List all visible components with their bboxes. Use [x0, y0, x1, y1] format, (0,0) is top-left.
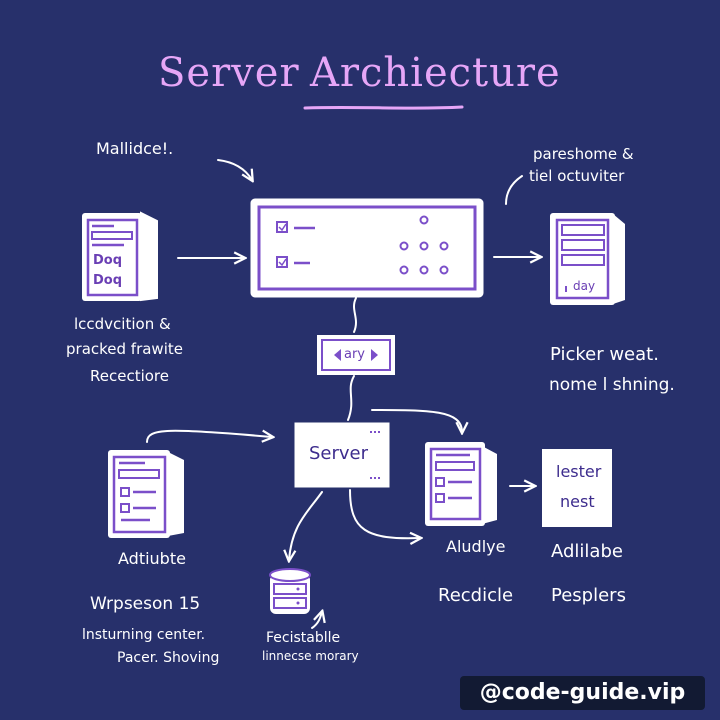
analytics-card	[425, 442, 497, 526]
arrow-server-to-db	[289, 491, 323, 560]
note-left-3: Recectiore	[90, 367, 169, 385]
note-linnecse: linnecse morary	[262, 649, 359, 663]
note-adtiubte: Adtiubte	[118, 549, 186, 568]
server-box	[294, 422, 390, 488]
note-adlilabe: Adlilabe	[551, 541, 623, 562]
main-server-panel	[250, 198, 484, 298]
server-label: Server	[309, 443, 369, 464]
database-icon	[269, 568, 311, 614]
note-fecistablle: Fecistablle	[266, 630, 341, 646]
lester-label: lester	[556, 462, 602, 481]
test-box	[542, 449, 612, 527]
note-mallidce: Mallidce!.	[96, 139, 174, 158]
note-picker-1: Picker weat.	[550, 344, 659, 365]
api-gateway-box	[317, 335, 395, 375]
title-underline	[303, 105, 464, 110]
note-pareshome-2: tiel octuviter	[529, 167, 625, 185]
note-picker-2: nome l shning.	[549, 375, 675, 395]
arrow-server-to-aludlye	[349, 489, 420, 538]
client-card-left-bottom	[108, 450, 184, 538]
arrow-db-label	[311, 612, 322, 629]
line-panel-to-ary	[353, 297, 357, 333]
note-left-2: pracked frawite	[66, 340, 183, 358]
note-aludlye: Aludlye	[446, 537, 506, 556]
watermark: @code-guide.vip	[460, 676, 705, 710]
client-card-right	[550, 213, 625, 305]
arrow-note-to-panel	[217, 159, 252, 180]
nest-label: nest	[560, 492, 595, 511]
curve-note-right	[505, 175, 523, 205]
right-card-text: day	[573, 279, 596, 293]
page-title-first: Server	[158, 50, 300, 96]
note-pesplers: Pesplers	[551, 585, 626, 606]
note-insturning: lnsturning center.	[82, 627, 206, 643]
note-wrpseson: Wrpseson 15	[90, 594, 201, 614]
left-card-text: Doq Doq	[93, 253, 123, 288]
ary-label: ary	[344, 347, 366, 362]
arrow-left-to-server	[146, 431, 272, 443]
note-pareshome-1: pareshome &	[533, 145, 634, 163]
arrow-to-analytics	[371, 409, 462, 432]
page-title-second: Archiecture	[310, 50, 561, 96]
line-ary-to-server	[347, 375, 355, 421]
note-recdicle: Recdicle	[438, 585, 514, 606]
note-left-1: lccdvcition &	[74, 315, 171, 333]
connectors	[146, 159, 540, 629]
note-pacer: Pacer. Shoving	[117, 650, 220, 666]
client-card-left	[82, 211, 158, 302]
